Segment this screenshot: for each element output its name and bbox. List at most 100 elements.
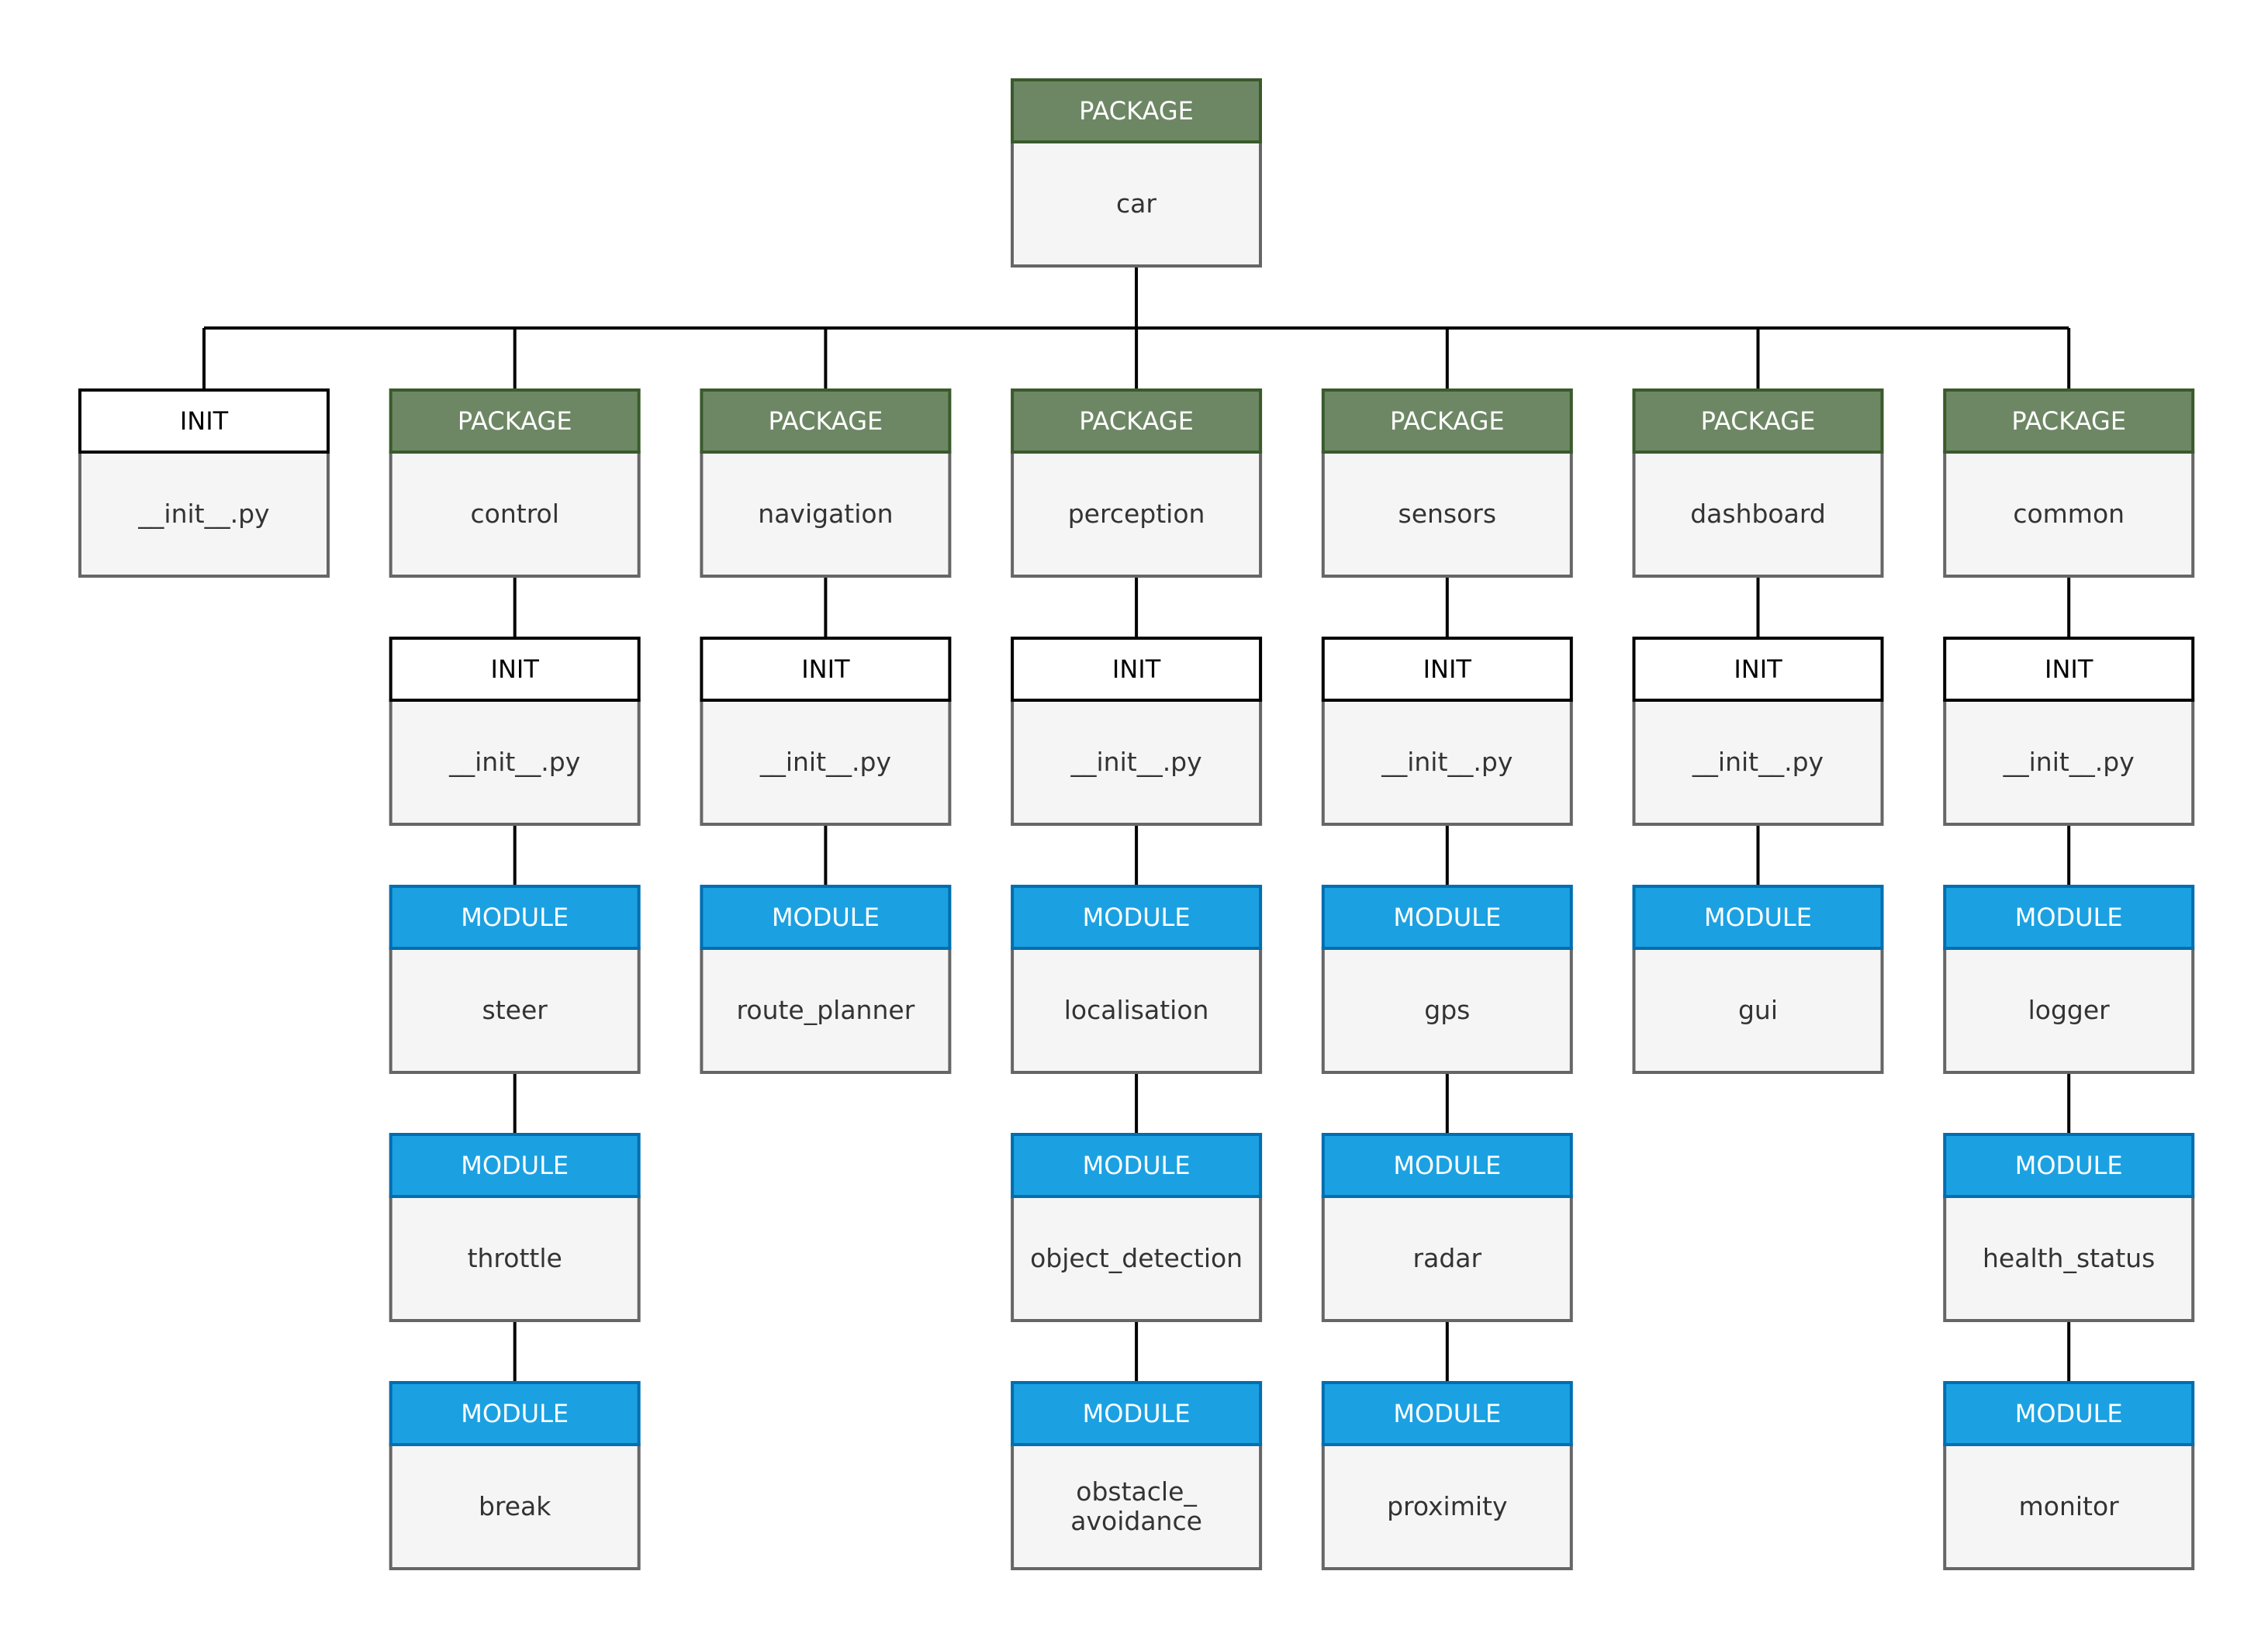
box-type-label: INIT — [180, 406, 229, 436]
box-header — [389, 1133, 641, 1198]
box-type-label: MODULE — [461, 1151, 569, 1180]
box-type-label: PACKAGE — [1701, 406, 1816, 436]
box-body — [1632, 451, 1884, 578]
box-name-label: control — [471, 499, 559, 529]
init-box-init-py: INIT__init__.py — [389, 637, 641, 826]
box-header — [1321, 885, 1573, 950]
box-name-label: common — [2013, 499, 2125, 529]
box-header — [1011, 885, 1263, 950]
box-header — [1011, 637, 1263, 702]
module-box-route-planner: MODULE route_planner — [700, 885, 952, 1074]
box-type-label: PACKAGE — [1079, 96, 1194, 126]
box-name-label: break — [479, 1491, 551, 1521]
nodes: PACKAGEcarINIT__init__.pyPACKAGEcontrolI… — [78, 78, 2195, 1570]
box-name-label: obstacle_ — [1076, 1476, 1197, 1507]
box-type-label: MODULE — [461, 903, 569, 932]
box-type-label: MODULE — [2015, 903, 2123, 932]
box-body — [389, 1195, 641, 1322]
box-type-label: PACKAGE — [2011, 406, 2126, 436]
box-body — [389, 451, 641, 578]
box-header — [1632, 885, 1884, 950]
box-type-label: MODULE — [1393, 903, 1501, 932]
box-type-label: INIT — [1734, 654, 1782, 684]
box-header — [1943, 1381, 2195, 1446]
box-type-label: INIT — [1112, 654, 1161, 684]
box-header — [1011, 78, 1262, 143]
box-header — [1632, 388, 1884, 454]
box-header — [389, 1381, 641, 1446]
box-header — [389, 637, 641, 702]
box-type-label: MODULE — [1083, 903, 1191, 932]
init-box-init-py: INIT __init__.py — [78, 388, 330, 578]
init-box-init-py: INIT __init__.py — [1632, 637, 1884, 826]
box-header — [1943, 637, 2195, 702]
box-body — [1943, 451, 2195, 578]
box-body — [1011, 699, 1263, 826]
box-header — [1321, 1381, 1573, 1446]
box-name-label: route_planner — [737, 995, 915, 1025]
box-body — [1943, 1195, 2195, 1322]
box-name-label: __init__.py — [1692, 747, 1824, 777]
box-header — [700, 388, 952, 454]
box-body — [1321, 1443, 1573, 1570]
box-body — [1632, 699, 1884, 826]
init-box-init-py: INIT __init__.py — [1321, 637, 1573, 826]
box-body — [700, 699, 952, 826]
box-header — [1321, 388, 1573, 454]
box-name-label: perception — [1068, 499, 1205, 529]
box-name-label: proximity — [1387, 1491, 1507, 1521]
box-body — [700, 947, 952, 1074]
connectors — [202, 266, 2071, 1383]
box-body — [1321, 1195, 1573, 1322]
box-header — [1011, 1133, 1263, 1198]
box-header — [78, 388, 330, 454]
package-box-perception: PACKAGE perception — [1011, 388, 1263, 578]
box-type-label: MODULE — [1704, 903, 1812, 932]
box-type-label: PACKAGE — [1079, 406, 1194, 436]
box-name-label: health_status — [1983, 1243, 2155, 1273]
init-box-init-py: INIT__init__.py — [700, 637, 952, 826]
box-name-label: __init__.py — [137, 499, 269, 529]
box-header — [1943, 1133, 2195, 1198]
box-type-label: PACKAGE — [458, 406, 572, 436]
box-type-label: INIT — [1423, 654, 1472, 684]
box-name-label: __init__.py — [1070, 747, 1202, 777]
box-body — [389, 947, 641, 1074]
box-name-label: __init__.py — [1381, 747, 1513, 777]
box-header — [389, 388, 641, 454]
box-name-label: __init__.py — [448, 747, 580, 777]
box-type-label: MODULE — [772, 903, 880, 932]
box-body — [1943, 1443, 2195, 1570]
box-body — [1011, 947, 1263, 1074]
box-type-label: MODULE — [1393, 1399, 1501, 1428]
package-box-control: PACKAGE control — [389, 388, 641, 578]
box-header — [1943, 885, 2195, 950]
box-body — [78, 451, 330, 578]
box-header — [1011, 388, 1263, 454]
module-box-steer: MODULE steer — [389, 885, 641, 1074]
box-name-label: steer — [482, 995, 548, 1025]
box-body — [1321, 947, 1573, 1074]
box-type-label: MODULE — [1393, 1151, 1501, 1180]
package-box-common: PACKAGE common — [1943, 388, 2195, 578]
box-body — [1011, 451, 1263, 578]
box-name-label: avoidance — [1070, 1506, 1202, 1536]
box-header — [1321, 637, 1573, 702]
box-body — [389, 1443, 641, 1570]
box-name-label: __init__.py — [2003, 747, 2135, 777]
box-body — [1011, 1443, 1263, 1570]
box-name-label: __init__.py — [759, 747, 891, 777]
box-type-label: PACKAGE — [1390, 406, 1505, 436]
box-body — [1321, 699, 1573, 826]
